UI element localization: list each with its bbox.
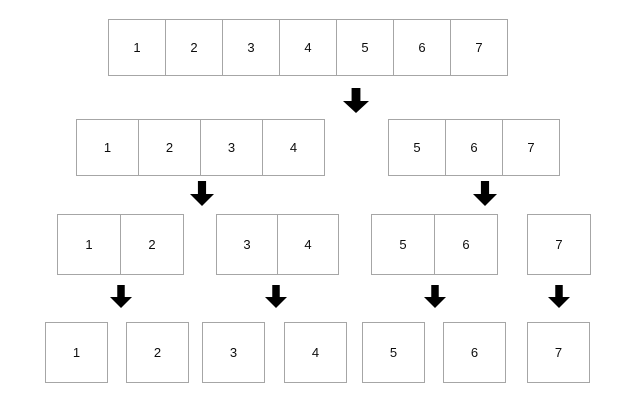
array-cell: 1 bbox=[57, 214, 121, 275]
array-cell: 3 bbox=[200, 119, 263, 176]
array-cell: 7 bbox=[450, 19, 508, 76]
array-cell: 1 bbox=[45, 322, 108, 383]
split-arrow-level3-group3-icon bbox=[424, 285, 446, 308]
array-group-level-4-singletons-7: 7 bbox=[527, 322, 590, 383]
split-arrow-level3-group1-icon bbox=[110, 285, 132, 308]
array-group-level-3-quarters-4: 7 bbox=[527, 214, 591, 275]
array-cell: 6 bbox=[393, 19, 451, 76]
array-cell: 3 bbox=[222, 19, 280, 76]
array-cell: 7 bbox=[502, 119, 560, 176]
array-group-level-4-singletons-4: 4 bbox=[284, 322, 347, 383]
array-cell: 6 bbox=[434, 214, 498, 275]
array-cell: 1 bbox=[76, 119, 139, 176]
array-cell: 3 bbox=[216, 214, 278, 275]
array-group-level-4-singletons-6: 6 bbox=[443, 322, 506, 383]
array-group-level-4-singletons-2: 2 bbox=[126, 322, 189, 383]
array-group-level-4-singletons-1: 1 bbox=[45, 322, 108, 383]
split-arrow-level3-group2-icon bbox=[265, 285, 287, 308]
array-cell: 1 bbox=[108, 19, 166, 76]
array-cell: 6 bbox=[443, 322, 506, 383]
split-arrow-level2-right-icon bbox=[473, 181, 497, 206]
array-cell: 2 bbox=[126, 322, 189, 383]
array-cell: 5 bbox=[371, 214, 435, 275]
array-cell: 2 bbox=[138, 119, 201, 176]
array-cell: 3 bbox=[202, 322, 265, 383]
array-cell: 2 bbox=[165, 19, 223, 76]
split-arrow-level2-left-icon bbox=[190, 181, 214, 206]
split-arrow-level1-to-level2-icon bbox=[343, 88, 369, 113]
array-cell: 4 bbox=[262, 119, 325, 176]
array-cell: 4 bbox=[277, 214, 339, 275]
array-cell: 7 bbox=[527, 322, 590, 383]
array-cell: 2 bbox=[120, 214, 184, 275]
array-cell: 4 bbox=[284, 322, 347, 383]
array-cell: 7 bbox=[527, 214, 591, 275]
array-group-level-4-singletons-3: 3 bbox=[202, 322, 265, 383]
split-arrow-level3-group4-icon bbox=[548, 285, 570, 308]
array-cell: 5 bbox=[336, 19, 394, 76]
array-group-level-4-singletons-5: 5 bbox=[362, 322, 425, 383]
array-cell: 5 bbox=[362, 322, 425, 383]
array-cell: 6 bbox=[445, 119, 503, 176]
array-cell: 4 bbox=[279, 19, 337, 76]
array-cell: 5 bbox=[388, 119, 446, 176]
